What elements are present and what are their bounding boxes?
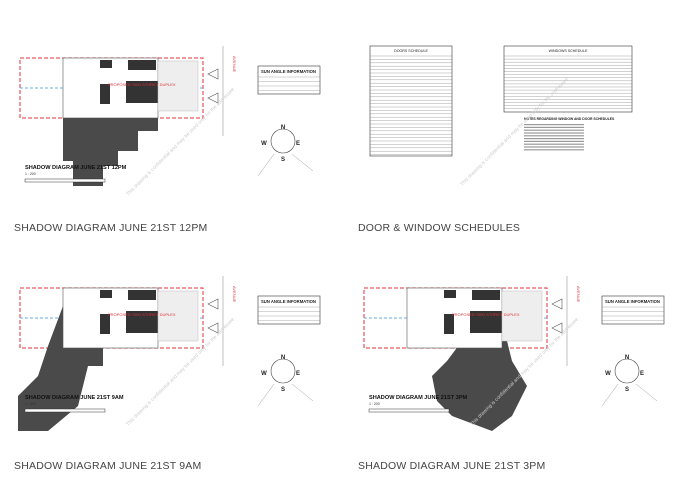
drawing-shadow-3pm: PROPOSED TWO STOREY DUPLEX AVENUE SUN ANGL…: [352, 266, 682, 451]
wall-block: [126, 311, 161, 333]
driveway: [501, 290, 543, 342]
sun-ray: [291, 383, 314, 402]
building-label: PROPOSED TWO STOREY DUPLEX: [108, 82, 176, 87]
driveway: [157, 290, 199, 342]
compass-s: S: [281, 387, 285, 393]
drawing-svg: PROPOSED TWO STOREY DUPLEX AVENUE SUN ANGL…: [19, 46, 321, 197]
wall-block: [128, 290, 156, 300]
wall-block: [100, 60, 112, 68]
compass-icon: [270, 128, 296, 154]
driveway: [157, 60, 199, 112]
wall-block: [470, 311, 505, 333]
drawing-svg: PROPOSED TWO STOREY DUPLEX AVENUE SUN ANGL…: [18, 276, 321, 431]
street-label: AVENUE: [576, 286, 581, 302]
arrow-icon: [207, 298, 219, 310]
compass-w: W: [261, 141, 267, 147]
sheet-title: SHADOW DIAGRAM JUNE 21ST 9AM: [25, 395, 124, 401]
arrow-icon: [207, 322, 219, 334]
notes-text-line: [524, 132, 584, 134]
notes-text-line: [524, 135, 584, 137]
notes-text-line: [524, 146, 584, 148]
doors-title: DOORS SCHEDULE: [394, 49, 428, 53]
sun-angle-table: [257, 295, 321, 325]
compass-e: E: [296, 141, 300, 147]
scale-text: 1 : 200: [25, 402, 36, 406]
sun-ray: [601, 383, 619, 407]
scale-text: 1 : 200: [369, 402, 380, 406]
sun-angle-title: SUN ANGLE INFORMATION: [261, 299, 316, 304]
sun-ray: [635, 383, 658, 402]
sun-angle-title: SUN ANGLE INFORMATION: [261, 69, 316, 74]
drawing-svg: DOORS SCHEDULE WINDOWS SCHEDULE NOTES REGA…: [369, 45, 633, 187]
scale-bar: [368, 408, 450, 413]
sun-angle-table: [601, 295, 665, 325]
notes-title: NOTES REGARDING WINDOW AND DOOR SCHEDULE…: [524, 117, 615, 121]
windows-schedule-table: [503, 45, 633, 113]
caption-shadow-3pm: SHADOW DIAGRAM JUNE 21ST 3PM: [358, 460, 546, 472]
notes-text-line: [524, 143, 584, 145]
sun-ray: [257, 383, 275, 407]
drawing-schedules: DOORS SCHEDULE WINDOWS SCHEDULE NOTES REGA…: [352, 36, 682, 221]
shadow-area: [432, 321, 527, 431]
compass-n: N: [281, 355, 285, 361]
notes-text-line: [524, 129, 584, 131]
caption-shadow-12pm: SHADOW DIAGRAM JUNE 21ST 12PM: [14, 222, 208, 234]
sheet-title: SHADOW DIAGRAM JUNE 21ST 3PM: [369, 395, 468, 401]
notes-text-line: [524, 138, 584, 140]
wall-block: [472, 290, 500, 300]
compass-n: N: [625, 355, 629, 361]
sun-ray: [257, 153, 275, 177]
compass-n: N: [281, 125, 285, 131]
sun-angle-title: SUN ANGLE INFORMATION: [605, 299, 660, 304]
compass-s: S: [281, 157, 285, 163]
wall-block: [100, 314, 110, 334]
street-label: AVENUE: [232, 56, 237, 72]
compass-w: W: [605, 371, 611, 377]
wall-block: [100, 84, 110, 104]
wall-block: [444, 314, 454, 334]
compass-icon: [270, 358, 296, 384]
compass-w: W: [261, 371, 267, 377]
notes-text-line: [524, 149, 584, 151]
arrow-icon: [207, 68, 219, 80]
sun-ray: [291, 153, 314, 172]
compass-e: E: [296, 371, 300, 377]
caption-shadow-9am: SHADOW DIAGRAM JUNE 21ST 9AM: [14, 460, 202, 472]
compass-icon: [614, 358, 640, 384]
street-label: AVENUE: [232, 286, 237, 302]
compass-e: E: [640, 371, 644, 377]
sheet-title: SHADOW DIAGRAM JUNE 21ST 12PM: [25, 165, 127, 171]
doors-schedule-table: [369, 45, 453, 157]
notes-text-line: [524, 126, 584, 128]
wall-block: [126, 81, 161, 103]
wall-block: [444, 290, 456, 298]
arrow-icon: [207, 92, 219, 104]
scale-bar: [24, 178, 106, 183]
notes-text-line: [524, 124, 584, 126]
scale-bar: [24, 408, 106, 413]
scale-text: 1 : 200: [25, 172, 36, 176]
compass-s: S: [625, 387, 629, 393]
sun-angle-table: [257, 65, 321, 95]
windows-title: WINDOWS SCHEDULE: [549, 49, 588, 53]
caption-schedules: DOOR & WINDOW SCHEDULES: [358, 222, 521, 234]
arrow-icon: [551, 322, 563, 334]
shadow-area: [63, 113, 158, 186]
arrow-icon: [551, 298, 563, 310]
notes-text-line: [524, 140, 584, 142]
wall-block: [100, 290, 112, 298]
drawing-shadow-9am: PROPOSED TWO STOREY DUPLEX AVENUE SUN ANGL…: [8, 266, 338, 451]
drawing-shadow-12pm: PROPOSED TWO STOREY DUPLEX AVENUE SUN ANGL…: [8, 36, 338, 221]
wall-block: [128, 60, 156, 70]
building-label: PROPOSED TWO STOREY DUPLEX: [108, 312, 176, 317]
drawing-svg: PROPOSED TWO STOREY DUPLEX AVENUE SUN ANGL…: [363, 276, 665, 431]
building-label: PROPOSED TWO STOREY DUPLEX: [452, 312, 520, 317]
